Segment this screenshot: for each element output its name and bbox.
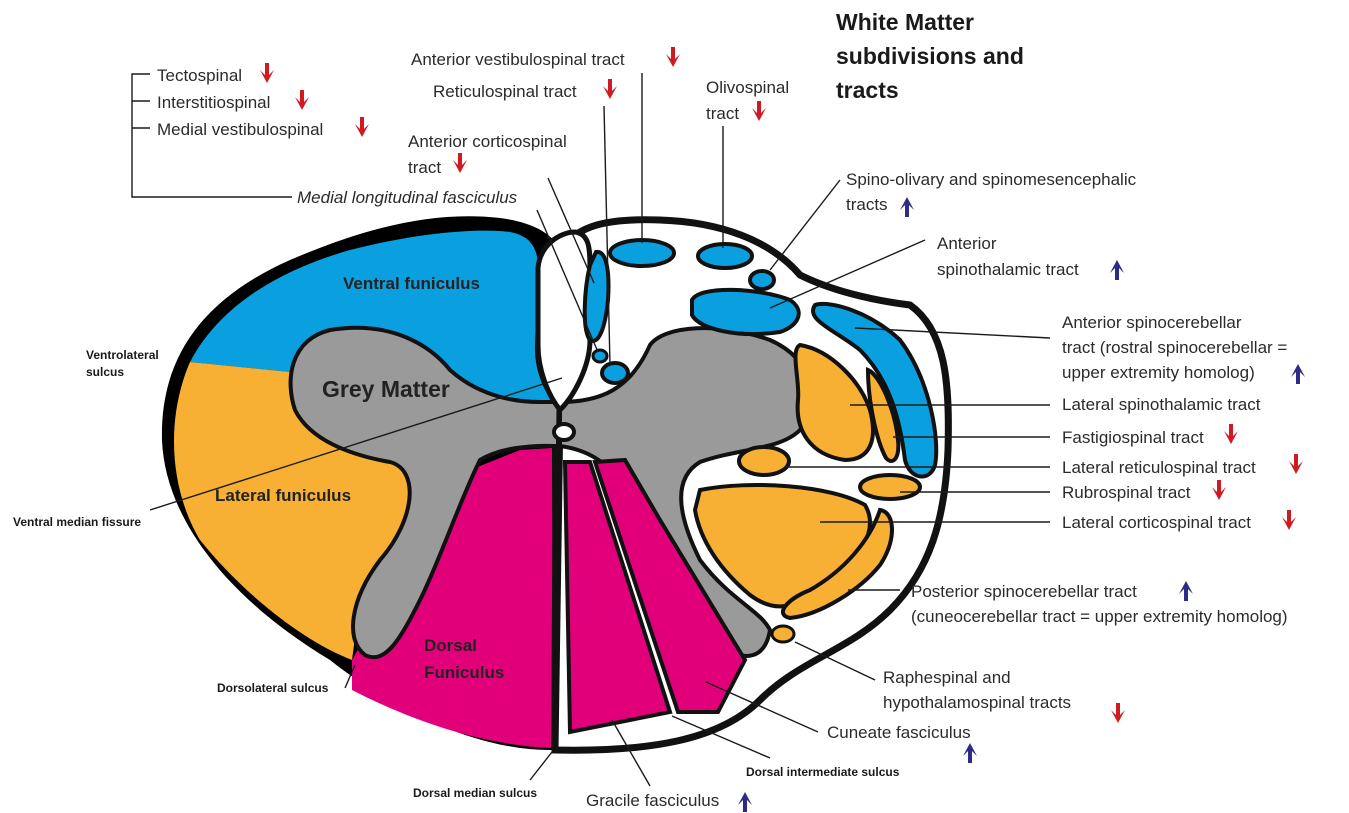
lateral-reticulospinal-label: Lateral reticulospinal tract	[1062, 458, 1256, 477]
medial-vestibulospinal-label: Medial vestibulospinal	[157, 120, 323, 139]
ventrolateral-sulcus-label-2: sulcus	[86, 365, 124, 379]
mlf-label: Medial longitudinal fasciculus	[297, 188, 518, 207]
down-arrow-icon	[260, 63, 274, 83]
anterior-corticospinal-blob	[585, 252, 609, 341]
anterior-vestibulospinal-label: Anterior vestibulospinal tract	[411, 50, 625, 69]
up-arrow-icon	[1291, 364, 1305, 384]
raphespinal-blob	[772, 626, 794, 642]
down-arrow-icon	[1212, 480, 1226, 500]
lateral-funiculus-label: Lateral funiculus	[215, 486, 351, 505]
central-canal	[554, 424, 574, 440]
ventrolateral-sulcus-label-1: Ventrolateral	[86, 348, 159, 362]
down-arrow-icon	[603, 79, 617, 99]
anterior-spinocerebellar-label-1: Anterior spinocerebellar	[1062, 313, 1242, 332]
down-arrow-icon	[752, 101, 766, 121]
down-arrow-icon	[1282, 510, 1296, 530]
down-arrow-icon	[295, 90, 309, 110]
dorsal-funiculus-label-2: Funiculus	[424, 663, 504, 682]
down-arrow-icon	[453, 153, 467, 173]
olivospinal-label-1: Olivospinal	[706, 78, 789, 97]
up-arrow-icon	[900, 197, 914, 217]
olivospinal-label-2: tract	[706, 104, 739, 123]
down-arrow-icon	[666, 47, 680, 67]
posterior-spinocerebellar-label-1: Posterior spinocerebellar tract	[911, 582, 1137, 601]
anterior-spinothalamic-label-1: Anterior	[937, 234, 997, 253]
reticulospinal-blob	[602, 363, 628, 383]
anterior-spinothalamic-label-2: spinothalamic tract	[937, 260, 1079, 279]
raphespinal-label-1: Raphespinal and	[883, 668, 1011, 687]
spino-olivary-label-2: tracts	[846, 195, 888, 214]
ventral-median-fissure-label: Ventral median fissure	[13, 515, 141, 529]
spino-olivary-leader	[770, 180, 840, 270]
cuneate-label: Cuneate fasciculus	[827, 723, 971, 742]
anterior-vestibulospinal-blob	[610, 240, 674, 266]
down-arrow-icon	[1224, 424, 1238, 444]
rubrospinal-label: Rubrospinal tract	[1062, 483, 1191, 502]
fastigiospinal-label: Fastigiospinal tract	[1062, 428, 1204, 447]
rubrospinal-blob	[860, 475, 920, 499]
down-arrow-icon	[1111, 703, 1125, 723]
dorsal-funiculus-label-1: Dorsal	[424, 636, 477, 655]
up-arrow-icon	[963, 743, 977, 763]
interstitiospinal-label: Interstitiospinal	[157, 93, 270, 112]
up-arrow-icon	[738, 792, 752, 812]
posterior-spinocerebellar-label-2: (cuneocerebellar tract = upper extremity…	[911, 607, 1288, 626]
lateral-corticospinal-label: Lateral corticospinal tract	[1062, 513, 1251, 532]
up-arrow-icon	[1110, 260, 1124, 280]
spino-olivary-label-1: Spino-olivary and spinomesencephalic	[846, 170, 1137, 189]
mlf-blob	[593, 350, 607, 362]
dorsal-median-septum	[554, 448, 556, 748]
olivospinal-blob	[698, 244, 752, 268]
down-arrow-icon	[1289, 454, 1303, 474]
reticulospinal-label: Reticulospinal tract	[433, 82, 577, 101]
lateral-spinothalamic-label: Lateral spinothalamic tract	[1062, 395, 1261, 414]
ventral-funiculus-label: Ventral funiculus	[343, 274, 480, 293]
title-line-3: tracts	[836, 77, 899, 103]
anterior-spinothalamic-blob	[692, 290, 799, 334]
gracile-label: Gracile fasciculus	[586, 791, 719, 810]
raphespinal-label-2: hypothalamospinal tracts	[883, 693, 1071, 712]
dorsal-median-sulcus-label: Dorsal median sulcus	[413, 786, 537, 800]
spino-olivary-blob	[750, 271, 774, 289]
anterior-spinocerebellar-label-2: tract (rostral spinocerebellar =	[1062, 338, 1287, 357]
grey-matter-label: Grey Matter	[322, 376, 450, 402]
anterior-corticospinal-label-2: tract	[408, 158, 441, 177]
up-arrow-icon	[1179, 581, 1193, 601]
title-line-2: subdivisions and	[836, 43, 1024, 69]
dorsal-intermediate-sulcus-label: Dorsal intermediate sulcus	[746, 765, 900, 779]
tectospinal-label: Tectospinal	[157, 66, 242, 85]
anterior-corticospinal-label-1: Anterior corticospinal	[408, 132, 567, 151]
down-arrow-icon	[355, 117, 369, 137]
dorsolateral-sulcus-label: Dorsolateral sulcus	[217, 681, 329, 695]
title-line-1: White Matter	[836, 9, 974, 35]
anterior-spinocerebellar-label-3: upper extremity homolog)	[1062, 363, 1255, 382]
lateral-reticulospinal-blob	[739, 447, 789, 475]
dorsal-median-sulcus-leader	[530, 752, 552, 780]
